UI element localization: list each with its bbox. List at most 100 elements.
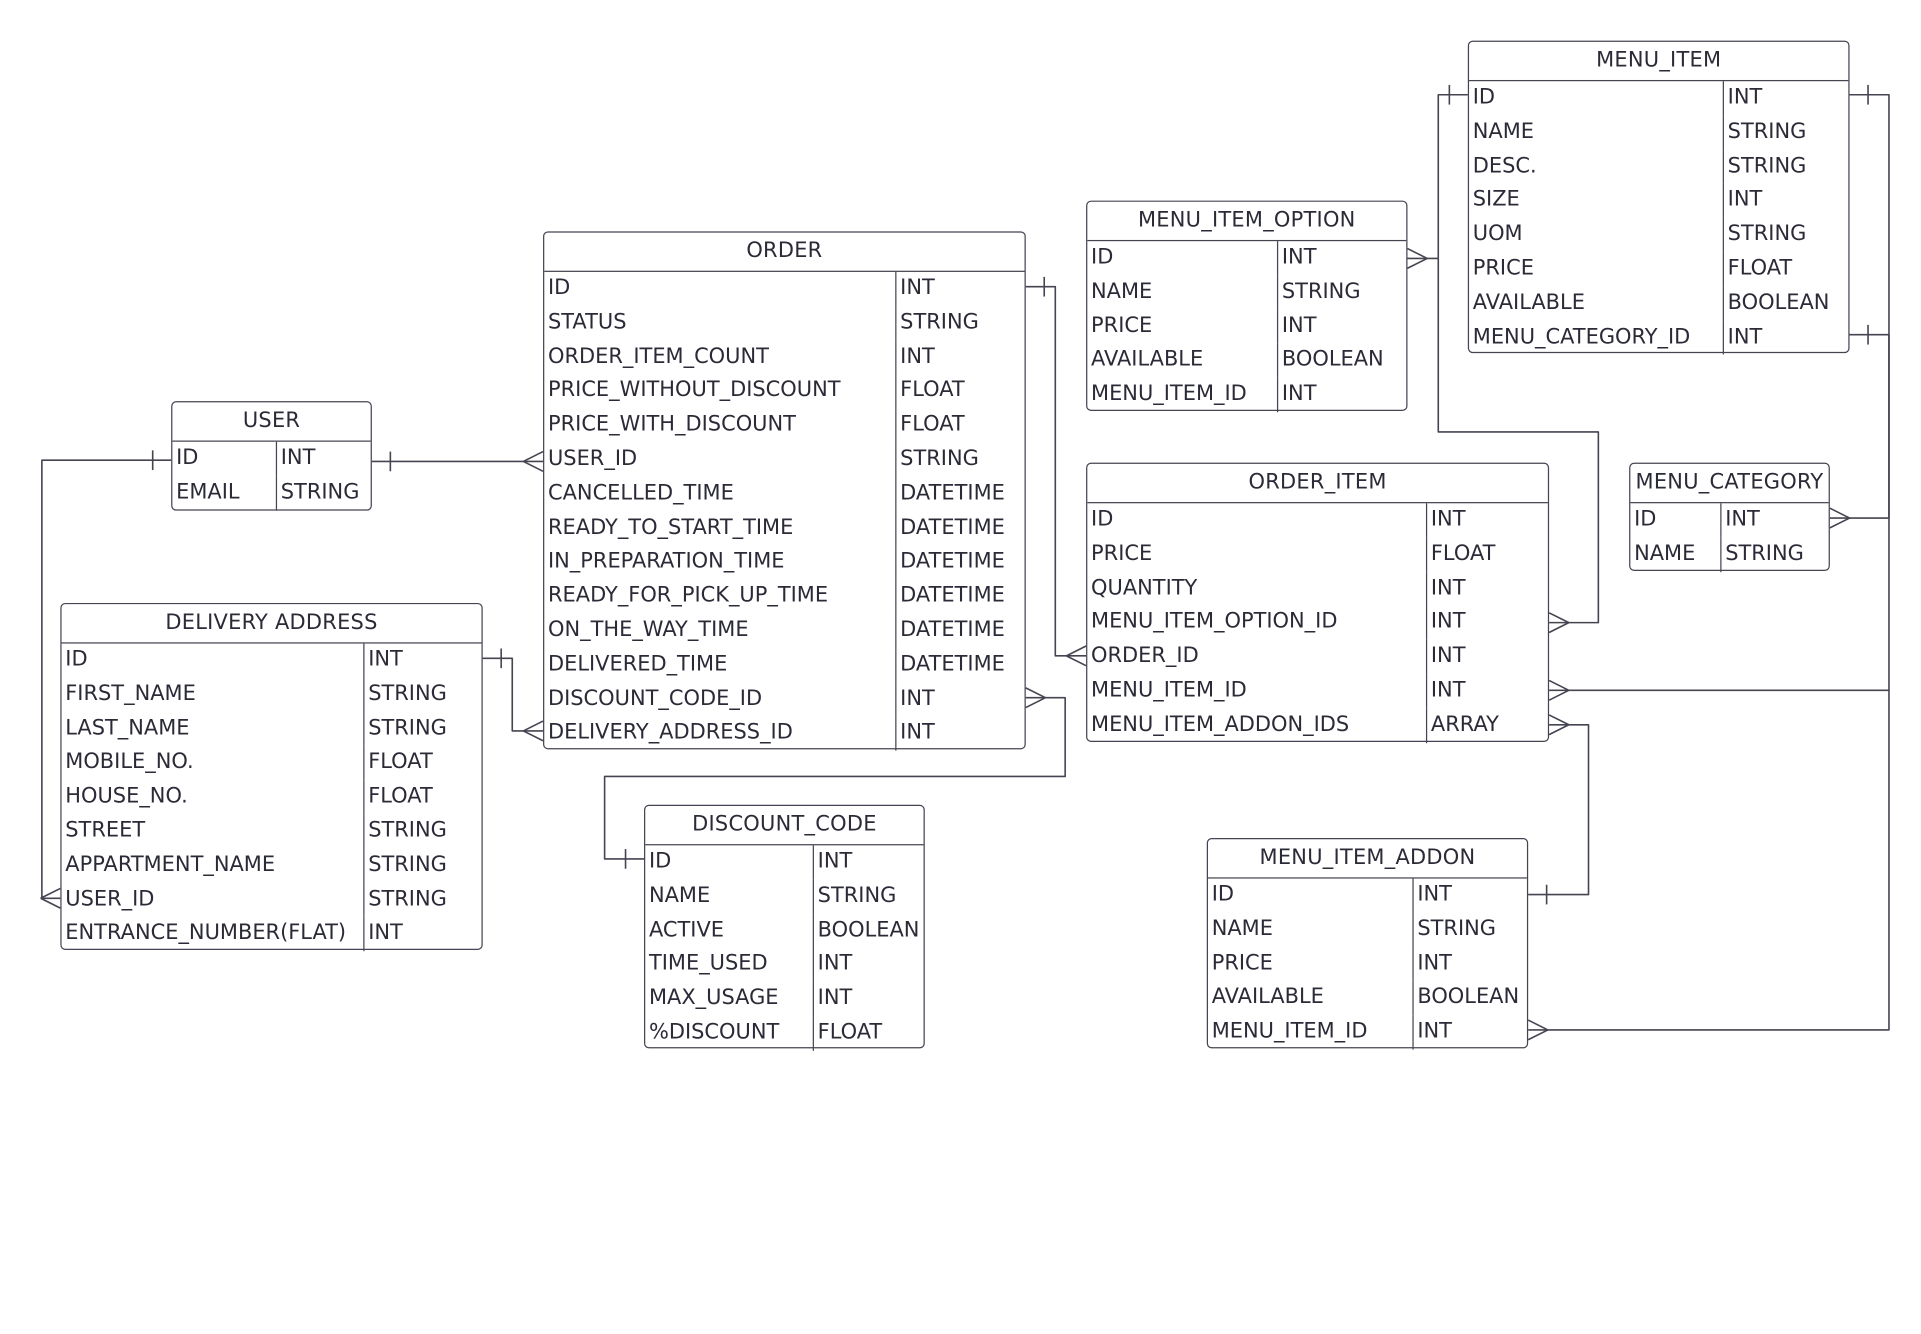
column-name: NAME [1211, 916, 1273, 942]
entity-row[interactable]: MOBILE_NO.FLOAT [62, 746, 482, 781]
column-name: NAME [648, 883, 711, 908]
relationship-menu-item-to-menu-item-addon[interactable] [1527, 690, 1890, 1041]
column-name: TIME_USED [648, 951, 768, 977]
entity-title: MENU_CATEGORY [1630, 464, 1829, 504]
relationship-menu-item-to-menu-item-option[interactable] [1407, 84, 1468, 269]
relationship-user-to-delivery-address[interactable] [40, 450, 172, 909]
column-name: MAX_USAGE [648, 985, 779, 1011]
column-name: MENU_ITEM_ID [1091, 677, 1247, 703]
relationship-order-to-order-item[interactable] [1025, 276, 1087, 667]
entity-row[interactable]: DESC.STRING [1469, 149, 1848, 184]
relationship-discount-code-to-order[interactable] [603, 687, 1066, 869]
column-name: READY_FOR_PICK_UP_TIME [547, 583, 829, 609]
column-type: STRING [275, 475, 371, 511]
column-name: AVAILABLE [1091, 347, 1204, 373]
column-type: STRING [895, 442, 1024, 478]
entity-row[interactable]: HOUSE_NO.FLOAT [62, 780, 482, 815]
relationship-menu-item-option-to-order-item[interactable] [1437, 258, 1600, 634]
column-name: LAST_NAME [65, 715, 190, 741]
relationship-delivery-address-to-order[interactable] [482, 648, 544, 742]
column-name: HOUSE_NO. [65, 784, 188, 809]
column-name: ACTIVE [648, 917, 725, 943]
entity-row[interactable]: ENTRANCE_NUMBER(FLAT)INT [62, 917, 482, 952]
column-type: INT [1412, 946, 1527, 982]
relationship-menu-category-to-menu-item[interactable] [1829, 324, 1890, 529]
entity-row[interactable]: PRICE INT [1208, 946, 1527, 982]
column-type: INT [1425, 674, 1548, 709]
column-type: STRING [363, 848, 481, 883]
relationship-menu-item-addon-to-order-item[interactable] [1528, 714, 1590, 905]
relationship-user-to-order[interactable] [371, 450, 544, 472]
column-name: READY_TO_START_TIME [547, 515, 794, 540]
column-type: INT [1425, 605, 1548, 641]
entity-title: USER [172, 402, 371, 442]
entity-row[interactable]: MENU_ITEM_ID INT [1087, 674, 1548, 709]
column-name: ID [65, 647, 88, 672]
column-name: PRICE [1211, 950, 1273, 976]
